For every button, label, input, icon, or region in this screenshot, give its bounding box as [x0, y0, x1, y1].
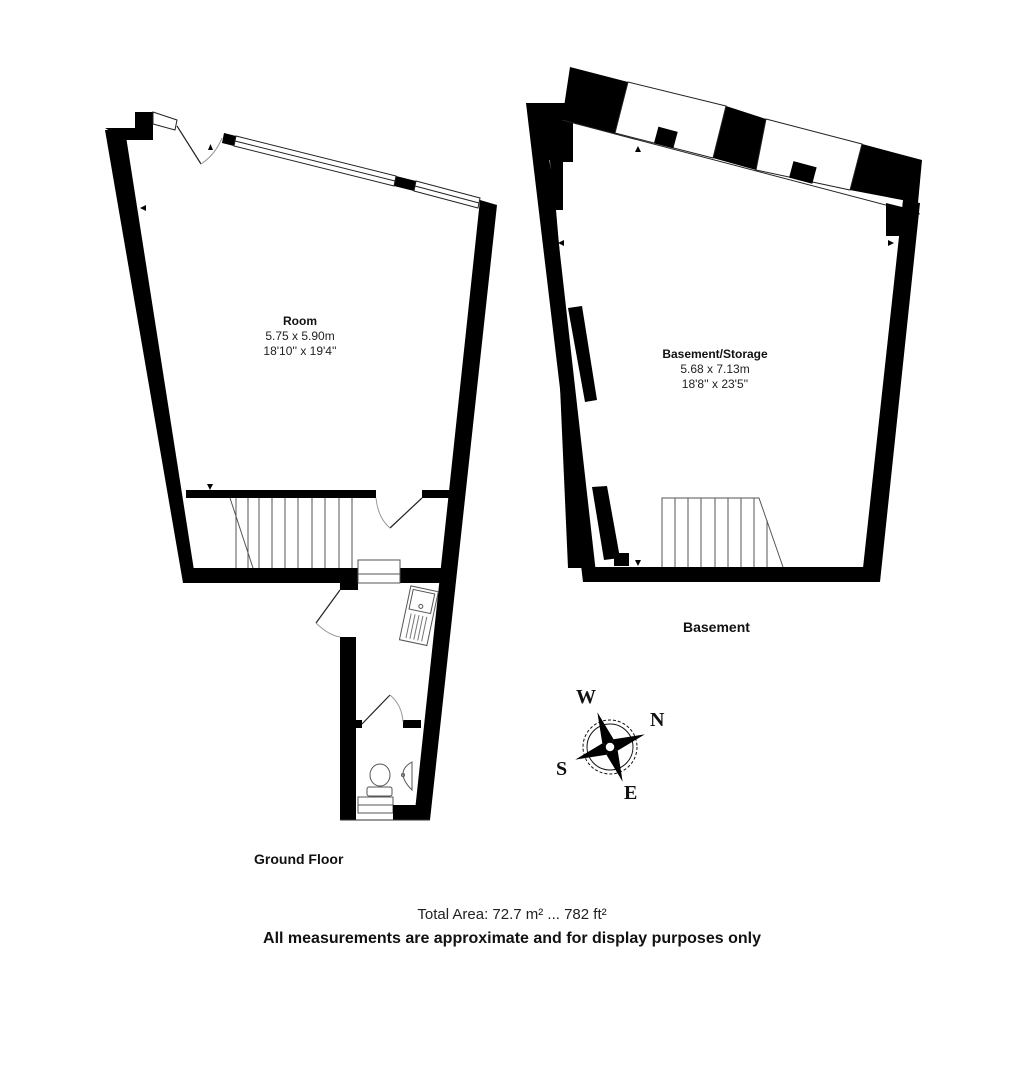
internal-wall: [422, 490, 452, 498]
room-arrow: [207, 484, 213, 490]
compass-south-label: S: [556, 758, 567, 780]
basement-plan: [526, 67, 922, 582]
basement-wall: [588, 567, 880, 582]
staircase: [661, 497, 784, 568]
internal-wall: [186, 490, 376, 498]
basement-wall: [526, 103, 597, 582]
basement-wall: [863, 200, 920, 582]
basement-wall: [713, 106, 766, 170]
step: [357, 804, 394, 814]
room-arrow: [635, 560, 641, 566]
room-label: Room 5.75 x 5.90m 18'10'' x 19'4'': [230, 314, 370, 359]
room-arrow: [140, 205, 146, 211]
compass-west-label: W: [576, 686, 596, 708]
ground-floor-wall: [414, 200, 497, 820]
kitchen-sink: [398, 585, 439, 647]
room-name: Basement/Storage: [662, 347, 768, 361]
step: [357, 559, 401, 575]
room-dimensions-metric: 5.75 x 5.90m: [265, 329, 335, 343]
light-well: [755, 118, 863, 191]
wash-basin: [401, 761, 413, 792]
room-dimensions-metric: 5.68 x 7.13m: [680, 362, 750, 376]
compass-rose-icon: W N S E: [556, 686, 665, 804]
disclaimer: All measurements are approximate and for…: [263, 930, 761, 947]
compass-east-label: E: [624, 782, 637, 804]
staircase: [229, 497, 353, 569]
ground-floor-wall: [183, 568, 358, 583]
light-well: [614, 81, 727, 159]
room-dimensions-imperial: 18'10'' x 19'4'': [263, 344, 337, 358]
room-arrow: [888, 240, 894, 246]
door-swing: [375, 497, 391, 529]
basement-wall: [850, 144, 922, 203]
window-frame: [222, 133, 236, 146]
room-arrow: [635, 146, 641, 152]
ground-floor-wall: [105, 112, 153, 140]
floor-label-basement: Basement: [683, 619, 750, 635]
door-swing: [315, 622, 341, 638]
floor-label-ground: Ground Floor: [254, 851, 344, 867]
room-arrow: [480, 202, 486, 208]
basement-wall: [886, 203, 906, 236]
ground-floor-wall: [105, 130, 196, 583]
basement-wall: [614, 553, 629, 566]
toilet: [366, 763, 393, 797]
internal-wall: [403, 720, 421, 728]
room-name: Room: [283, 314, 317, 328]
basement-wall: [592, 486, 620, 560]
door-leaf: [361, 694, 391, 725]
room-dimensions-imperial: 18'8'' x 23'5'': [681, 377, 749, 391]
compass-north-label: N: [650, 709, 665, 731]
door-leaf: [176, 125, 202, 165]
window-frame: [394, 176, 416, 191]
window: [152, 111, 178, 131]
total-area: Total Area: 72.7 m² ... 782 ft²: [417, 906, 607, 923]
ground-floor-plan: [105, 111, 497, 821]
step: [357, 573, 401, 584]
room-arrow: [558, 240, 564, 246]
pillar: [654, 126, 678, 149]
door-leaf: [315, 589, 341, 624]
entry-arrow: [208, 144, 213, 150]
ground-floor-wall: [393, 805, 421, 820]
ground-floor-wall: [340, 637, 356, 820]
ground-floor-wall: [400, 568, 446, 583]
ground-floor-wall: [340, 583, 358, 590]
basement-wall: [568, 306, 597, 402]
room-label: Basement/Storage 5.68 x 7.13m 18'8'' x 2…: [630, 347, 800, 392]
door-swing: [389, 694, 404, 723]
internal-wall: [356, 720, 362, 728]
step: [357, 796, 394, 806]
door-swing: [200, 137, 223, 165]
door-leaf: [389, 497, 423, 529]
pillar: [789, 161, 817, 184]
basement-wall: [562, 67, 628, 135]
